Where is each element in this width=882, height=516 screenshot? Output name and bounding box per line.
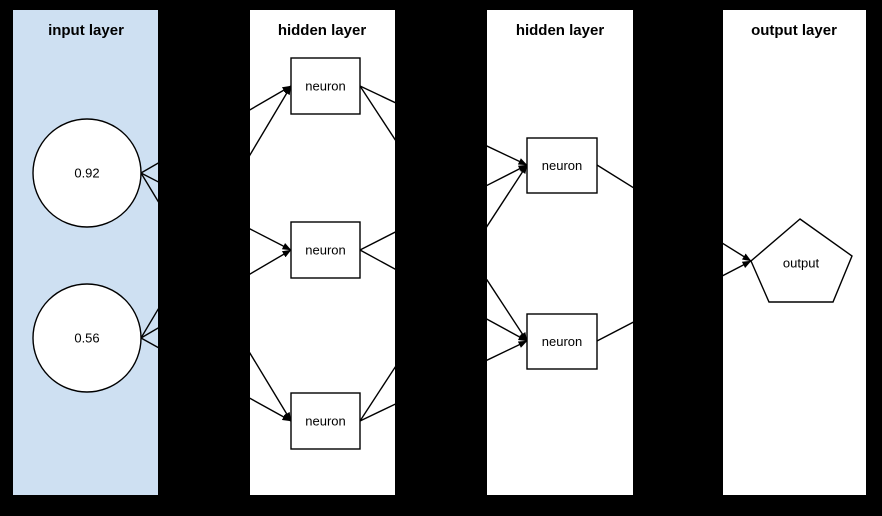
node-pentagon-output-node-1[interactable] <box>750 218 853 303</box>
connection-head-9 <box>487 318 528 342</box>
node-label-hidden1-node-3: neuron <box>305 413 345 428</box>
connection-head-5 <box>250 397 292 422</box>
node-rect-hidden2-node-1[interactable] <box>526 137 598 194</box>
node-circle-input-node-1[interactable] <box>32 118 142 228</box>
connection-head-13 <box>723 260 752 277</box>
connection-head-3 <box>250 85 292 157</box>
connection-tail-6 <box>359 85 395 104</box>
connection-head-8 <box>487 164 528 187</box>
node-rect-hidden1-node-2[interactable] <box>290 221 361 279</box>
connection-tail-13 <box>596 321 633 342</box>
connection-head-0 <box>250 85 292 111</box>
node-rect-hidden2-node-2[interactable] <box>526 313 598 370</box>
node-input-node-2[interactable]: 0.56 <box>32 283 142 393</box>
node-label-hidden2-node-1: neuron <box>542 158 582 173</box>
node-label-input-node-1: 0.92 <box>74 165 99 180</box>
connection-head-6 <box>487 145 528 166</box>
nodes-group: 0.92 0.56 neuron neuron neuron neuron neuron ou… <box>32 57 853 450</box>
connection-tail-8 <box>359 231 395 251</box>
connection-head-10 <box>487 164 528 228</box>
node-label-hidden2-node-2: neuron <box>542 334 582 349</box>
connection-head-4 <box>250 249 292 275</box>
node-label-input-node-2: 0.56 <box>74 330 99 345</box>
layer-titles-group: input layer hidden layer hidden layer outpu… <box>48 22 837 39</box>
connection-tail-9 <box>359 249 395 270</box>
connection-tail-10 <box>359 366 395 422</box>
connection-tail-11 <box>359 403 395 422</box>
layer-panel-input-layer <box>13 10 158 495</box>
connection-tail-12 <box>596 164 633 189</box>
connection-head-2 <box>250 351 292 422</box>
node-rect-hidden1-node-1[interactable] <box>290 57 361 115</box>
node-output-node-1[interactable]: output <box>750 218 853 303</box>
connection-head-11 <box>487 340 528 361</box>
node-label-output-node-1: output <box>783 255 820 270</box>
node-hidden2-node-1[interactable]: neuron <box>526 137 598 194</box>
connection-head-12 <box>723 242 752 262</box>
node-rect-hidden1-node-3[interactable] <box>290 392 361 450</box>
connections-group <box>140 85 752 422</box>
node-hidden1-node-3[interactable]: neuron <box>290 392 361 450</box>
node-hidden2-node-2[interactable]: neuron <box>526 313 598 370</box>
node-label-hidden1-node-1: neuron <box>305 78 345 93</box>
node-circle-input-node-2[interactable] <box>32 283 142 393</box>
node-hidden1-node-2[interactable]: neuron <box>290 221 361 279</box>
node-input-node-1[interactable]: 0.92 <box>32 118 142 228</box>
layer-title-hidden-layer-2: hidden layer <box>516 22 605 39</box>
node-hidden1-node-1[interactable]: neuron <box>290 57 361 115</box>
layer-title-input-layer: input layer <box>48 22 124 39</box>
layer-title-output-layer: output layer <box>751 22 837 39</box>
layer-panel-hidden-layer-2 <box>487 10 633 495</box>
layer-title-hidden-layer-1: hidden layer <box>278 22 367 39</box>
connection-head-7 <box>487 278 528 342</box>
connection-head-1 <box>250 228 292 251</box>
connection-tail-7 <box>359 85 395 141</box>
node-label-hidden1-node-2: neuron <box>305 242 345 257</box>
